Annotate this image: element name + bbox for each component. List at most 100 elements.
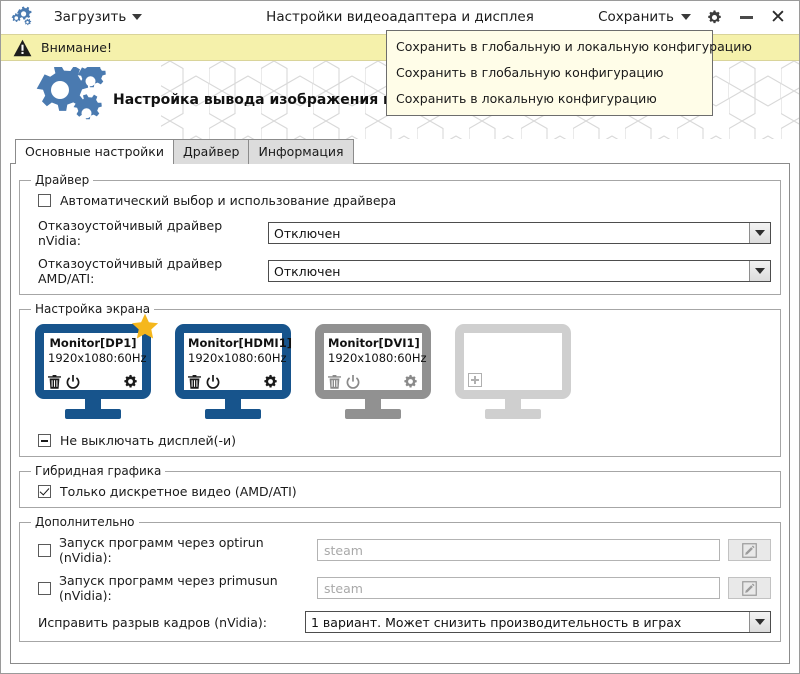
tab-driver[interactable]: Драйвер: [172, 139, 250, 164]
monitor-name: Monitor[HDMI1]: [188, 336, 292, 350]
nvidia-fallback-row: Отказоустойчивый драйвер nVidia: Отключе…: [29, 218, 771, 248]
additional-group-legend: Дополнительно: [35, 515, 135, 529]
tearfree-row: Исправить разрыв кадров (nVidia): 1 вари…: [29, 611, 771, 633]
monitor-list: Monitor[DP1] 1920x1080:60Hz: [29, 313, 771, 419]
chevron-down-icon: [132, 14, 143, 20]
tab-panel-main-settings: Драйвер Автоматический выбор и использов…: [10, 163, 790, 664]
save-menu-button[interactable]: Сохранить: [592, 7, 697, 27]
chevron-down-icon: [681, 14, 691, 20]
tearfree-label: Исправить разрыв кадров (nVidia):: [38, 614, 267, 630]
minimize-icon: [739, 15, 753, 19]
discrete-only-checkbox[interactable]: [38, 485, 51, 498]
tab-main-settings[interactable]: Основные настройки: [15, 139, 174, 164]
monitor-card-hdmi1[interactable]: Monitor[HDMI1] 1920x1080:60Hz: [175, 324, 292, 419]
driver-group: Драйвер Автоматический выбор и использов…: [19, 173, 781, 295]
screen-group: Настройка экрана Monitor[DP1] 1920x1080:…: [19, 302, 781, 457]
optirun-input[interactable]: steam: [317, 539, 720, 561]
warning-triangle-icon: [13, 39, 32, 57]
monitor-stand: [85, 399, 101, 409]
monitor-screen: Monitor[DVI1] 1920x1080:60Hz: [315, 324, 431, 399]
optirun-row: Запуск программ через optirun (nVidia): …: [29, 535, 771, 565]
monitor-mode: 1920x1080:60Hz: [188, 351, 287, 365]
monitor-actions: [48, 374, 138, 389]
power-icon[interactable]: [346, 374, 360, 389]
optirun-label: Запуск программ через optirun (nVidia):: [59, 535, 264, 565]
minimize-button[interactable]: [731, 3, 761, 31]
load-menu-button[interactable]: Загрузить: [49, 7, 147, 27]
menu-item-save-global-local[interactable]: Сохранить в глобальную и локальную конфи…: [396, 39, 752, 54]
monitor-card-dvi1[interactable]: Monitor[DVI1] 1920x1080:60Hz: [315, 324, 431, 419]
power-icon[interactable]: [66, 374, 80, 389]
save-dropdown-menu[interactable]: Сохранить в глобальную и локальную конфи…: [386, 30, 752, 116]
star-icon: [131, 313, 159, 340]
menu-item-save-local[interactable]: Сохранить в локальную конфигурацию: [396, 91, 657, 106]
amd-fallback-value: Отключен: [274, 263, 341, 279]
amd-fallback-label: Отказоустойчивый драйвер AMD/ATI:: [38, 256, 223, 286]
auto-driver-label: Автоматический выбор и использование дра…: [60, 193, 397, 208]
driver-group-legend: Драйвер: [35, 173, 90, 187]
gear-icon[interactable]: [403, 374, 418, 389]
gear-icon[interactable]: [263, 374, 278, 389]
primusrun-row: Запуск программ через primusun (nVidia):…: [29, 573, 771, 603]
pencil-square-icon: [742, 542, 757, 558]
primusrun-label: Запуск программ через primusun (nVidia):: [59, 573, 278, 603]
monitor-stand: [225, 399, 241, 409]
load-menu-label: Загрузить: [54, 9, 127, 25]
monitor-base: [205, 409, 261, 419]
title-bar-right: Сохранить ✕: [592, 3, 793, 31]
monitor-screen: Monitor[DP1] 1920x1080:60Hz: [35, 324, 151, 399]
tearfree-select[interactable]: 1 вариант. Может снизить производительно…: [305, 611, 771, 633]
power-icon[interactable]: [206, 374, 220, 389]
keep-displays-on-checkbox-row[interactable]: Не выключать дисплей(-и): [29, 433, 771, 448]
monitor-card-dp1[interactable]: Monitor[DP1] 1920x1080:60Hz: [35, 313, 159, 419]
keep-displays-on-checkbox[interactable]: [38, 434, 51, 447]
monitor-actions: [188, 374, 278, 389]
close-button[interactable]: ✕: [763, 3, 793, 31]
discrete-only-label: Только дискретное видео (AMD/ATI): [60, 484, 297, 499]
chevron-down-icon[interactable]: [749, 612, 770, 632]
auto-driver-checkbox[interactable]: [38, 194, 51, 207]
banner-gears-logo-icon: [17, 67, 109, 133]
monitor-screen: [455, 324, 571, 399]
primusrun-checkbox[interactable]: [38, 581, 51, 595]
tearfree-value: 1 вариант. Может снизить производительно…: [311, 614, 682, 630]
nvidia-fallback-label: Отказоустойчивый драйвер nVidia:: [38, 218, 223, 248]
nvidia-fallback-value: Отключен: [274, 225, 341, 241]
hybrid-graphics-group: Гибридная графика Только дискретное виде…: [19, 464, 781, 508]
optirun-checkbox[interactable]: [38, 543, 51, 557]
optirun-edit-button[interactable]: [728, 539, 771, 561]
keep-displays-on-label: Не выключать дисплей(-и): [60, 433, 237, 448]
save-menu-label: Сохранить: [598, 9, 674, 25]
monitor-stand: [365, 399, 381, 409]
discrete-only-checkbox-row[interactable]: Только дискретное видео (AMD/ATI): [29, 484, 771, 499]
monitor-base: [65, 409, 121, 419]
monitor-card-add-new[interactable]: [455, 324, 571, 419]
primusrun-input[interactable]: steam: [317, 577, 720, 599]
menu-item-save-global[interactable]: Сохранить в глобальную конфигурацию: [396, 65, 664, 80]
amd-fallback-select[interactable]: Отключен: [268, 260, 771, 282]
settings-gear-icon[interactable]: [699, 3, 729, 31]
monitor-name: Monitor[DP1]: [49, 336, 137, 350]
close-icon: ✕: [770, 5, 786, 28]
chevron-down-icon[interactable]: [749, 261, 770, 281]
plus-box-icon[interactable]: [468, 373, 482, 387]
screen-group-legend: Настройка экрана: [35, 302, 151, 316]
monitor-screen: Monitor[HDMI1] 1920x1080:60Hz: [175, 324, 292, 399]
trash-icon[interactable]: [188, 374, 201, 389]
monitor-actions: [328, 374, 418, 389]
pencil-square-icon: [742, 580, 757, 596]
gear-icon[interactable]: [123, 374, 138, 389]
auto-driver-checkbox-row[interactable]: Автоматический выбор и использование дра…: [29, 193, 771, 208]
amd-fallback-row: Отказоустойчивый драйвер AMD/ATI: Отключ…: [29, 256, 771, 286]
tab-information[interactable]: Информация: [248, 139, 354, 164]
trash-icon[interactable]: [328, 374, 341, 389]
monitor-name: Monitor[DVI1]: [328, 336, 420, 350]
monitor-mode: 1920x1080:60Hz: [48, 351, 147, 365]
trash-icon[interactable]: [48, 374, 61, 389]
chevron-down-icon[interactable]: [749, 223, 770, 243]
nvidia-fallback-select[interactable]: Отключен: [268, 222, 771, 244]
primusrun-edit-button[interactable]: [728, 577, 771, 599]
monitor-base: [345, 409, 401, 419]
app-gears-icon: [9, 6, 35, 28]
